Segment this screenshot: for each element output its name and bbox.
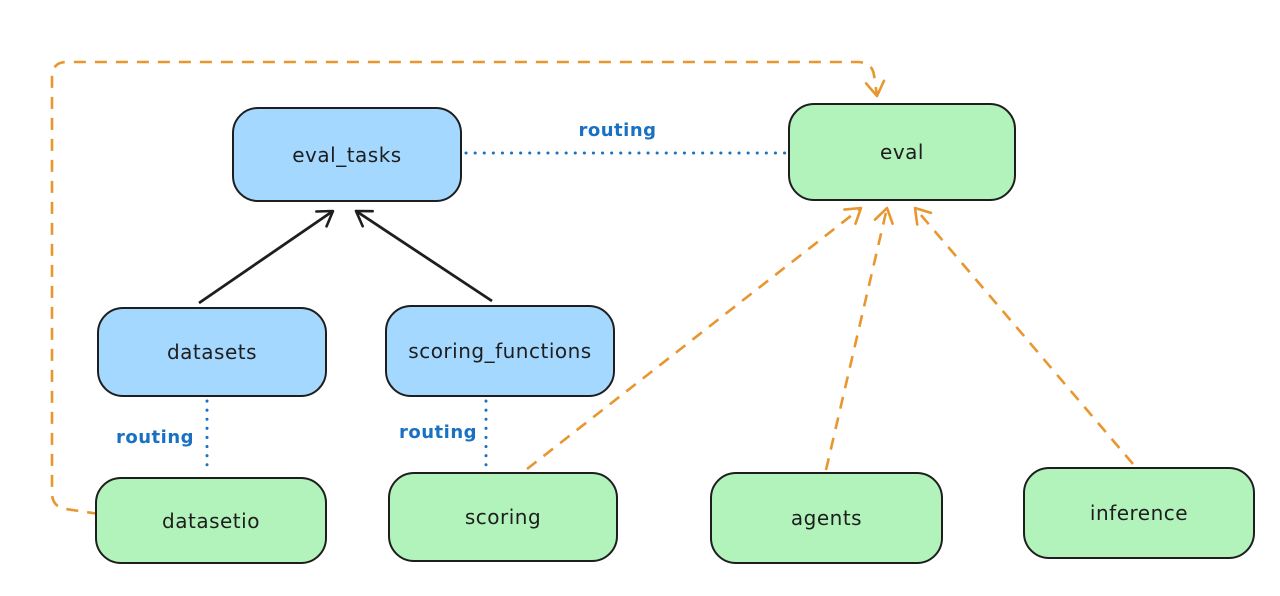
- node-label: scoring: [464, 505, 542, 529]
- node-label: datasetio: [162, 508, 260, 533]
- edge-label-routing-scoring_functions-scoring: routing: [398, 421, 478, 443]
- node-label: eval_tasks: [292, 142, 402, 167]
- node-label: eval: [880, 140, 924, 164]
- node-label: datasets: [166, 340, 258, 364]
- node-datasets: datasets: [97, 307, 327, 397]
- arrow-datasetio-to-eval-loop: [50, 60, 886, 516]
- node-scoring: scoring: [388, 472, 618, 562]
- edge-label-routing-eval_tasks-eval: routing: [578, 119, 657, 141]
- node-inference: inference: [1023, 467, 1255, 559]
- arrow-scoring-to-eval: [526, 206, 863, 471]
- arrow-datasets-to-eval_tasks: [198, 209, 335, 305]
- node-agents: agents: [710, 472, 943, 564]
- node-label: agents: [790, 506, 863, 530]
- node-datasetio: datasetio: [95, 477, 327, 564]
- arrow-scoring_functions-to-eval_tasks: [354, 209, 493, 303]
- node-eval_tasks: eval_tasks: [232, 107, 462, 202]
- node-eval: eval: [788, 103, 1016, 201]
- edge-label-routing-datasets-datasetio: routing: [115, 426, 195, 448]
- arrow-inference-to-eval: [913, 206, 1134, 465]
- arrow-agents-to-eval: [824, 206, 894, 471]
- node-label: scoring_functions: [408, 339, 592, 363]
- node-scoring_functions: scoring_functions: [385, 305, 615, 397]
- node-label: inference: [1089, 501, 1189, 525]
